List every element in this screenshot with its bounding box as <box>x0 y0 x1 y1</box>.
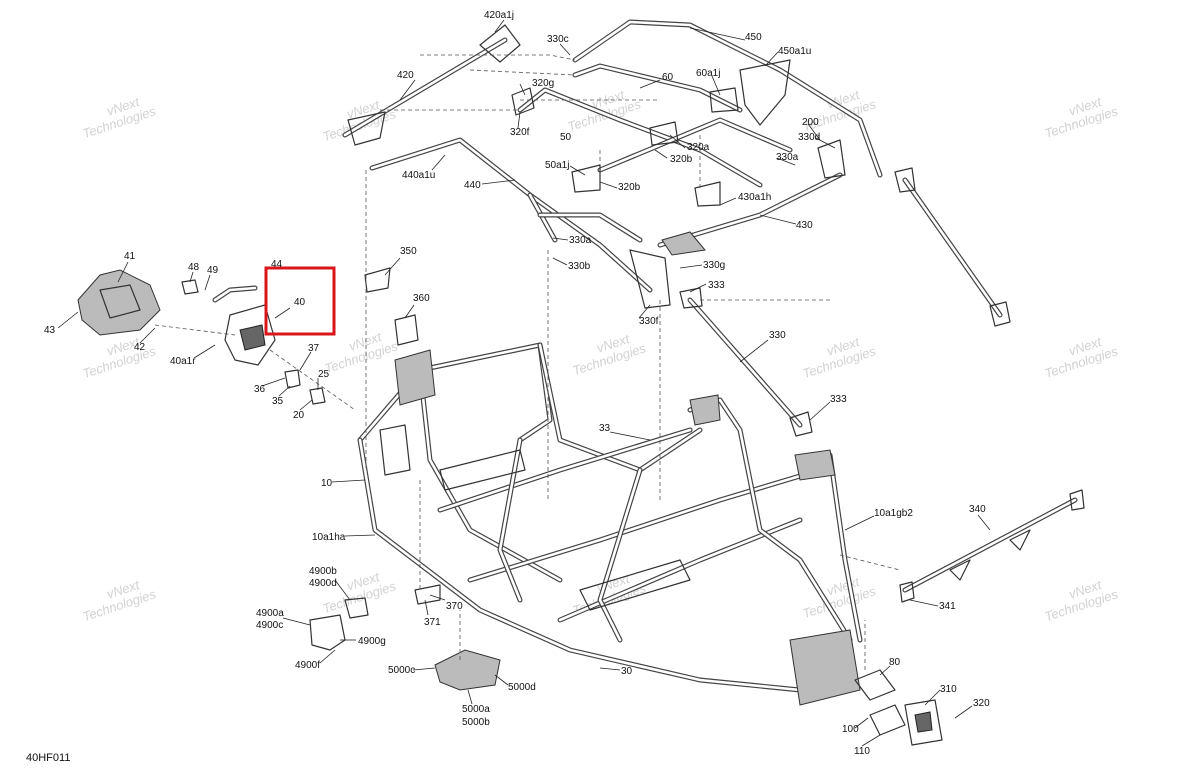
part-label: 40a1r <box>170 356 196 367</box>
part-label: 41 <box>124 251 136 262</box>
part-label: 430a1h <box>738 192 771 203</box>
part-label: 10a1gb2 <box>874 508 913 519</box>
part-label: 330b <box>568 261 591 272</box>
part-label: 60 <box>662 72 674 83</box>
part-label: 330a <box>776 152 799 163</box>
part-label: 370 <box>446 601 463 612</box>
part-labels: 420a1j 330c 450 450a1u 420 60 60a1j 320g… <box>44 10 990 757</box>
part-label: 20 <box>293 410 305 421</box>
part-label: 5000d <box>508 682 536 693</box>
side-bar-340 <box>899 489 1085 603</box>
part-label: 80 <box>889 657 901 668</box>
part-label: 4900d <box>309 578 337 589</box>
roll-cage-assembly <box>342 19 1011 437</box>
diagram-code: 40HF011 <box>26 752 71 764</box>
part-label: 330d <box>798 132 820 143</box>
part-label: 110 <box>854 746 870 757</box>
part-label: 341 <box>939 601 956 612</box>
part-label: 35 <box>272 396 284 407</box>
part-label: 200 <box>802 117 819 128</box>
part-label: 25 <box>318 369 330 380</box>
part-label: 440 <box>464 180 481 191</box>
part-label: 48 <box>188 262 200 273</box>
part-label: 420 <box>397 70 414 81</box>
part-label: 450 <box>745 32 762 43</box>
part-label: 340 <box>969 504 986 515</box>
part-label: 320g <box>532 78 554 89</box>
part-label: 330 <box>769 330 786 341</box>
part-label: 330g <box>703 260 725 271</box>
part-label: 320b <box>670 154 693 165</box>
part-label: 10a1ha <box>312 532 346 543</box>
part-label: 50a1j <box>545 160 569 171</box>
main-frame <box>357 342 863 706</box>
part-label: 5000b <box>462 717 490 728</box>
part-label: 10 <box>321 478 333 489</box>
part-label: 330c <box>547 34 569 45</box>
part-label: 360 <box>413 293 430 304</box>
part-label: 40 <box>294 297 306 308</box>
assembly-lines <box>154 54 901 670</box>
part-label: 49 <box>207 265 219 276</box>
part-label: 37 <box>308 343 320 354</box>
part-label: 30 <box>621 666 633 677</box>
part-label: 333 <box>830 394 847 405</box>
part-label: 5000c <box>388 665 415 676</box>
highlight-box <box>264 266 336 336</box>
part-label: 350 <box>400 246 417 257</box>
part-label: 43 <box>44 325 56 336</box>
part-label: 100 <box>842 724 859 735</box>
part-label: 310 <box>940 684 957 695</box>
part-label: 4900f <box>295 660 320 671</box>
part-label: 4900b <box>309 566 337 577</box>
part-label: 42 <box>134 342 146 353</box>
part-label: 330f <box>639 316 659 327</box>
part-label: 430 <box>796 220 813 231</box>
part-label: 371 <box>424 617 441 628</box>
left-side-parts <box>77 267 419 405</box>
part-label: 320a <box>687 142 710 153</box>
part-label: 4900c <box>256 620 283 631</box>
part-label: 36 <box>254 384 266 395</box>
part-label: 33 <box>599 423 611 434</box>
part-label: 450a1u <box>778 46 811 57</box>
bottom-parts <box>309 584 943 746</box>
part-label: 320 <box>973 698 990 709</box>
part-label: 60a1j <box>696 68 720 79</box>
part-label: 420a1j <box>484 10 514 21</box>
part-label: 320b <box>618 182 641 193</box>
part-label: 330a <box>569 235 592 246</box>
part-label: 4900a <box>256 608 284 619</box>
part-label: 333 <box>708 280 725 291</box>
part-label: 44 <box>271 259 283 270</box>
part-label: 320f <box>510 127 530 138</box>
part-label: 4900g <box>358 636 386 647</box>
part-label: 440a1u <box>402 170 435 181</box>
part-label: 50 <box>560 132 572 143</box>
part-label: 5000a <box>462 704 490 715</box>
leader-lines <box>57 19 991 747</box>
